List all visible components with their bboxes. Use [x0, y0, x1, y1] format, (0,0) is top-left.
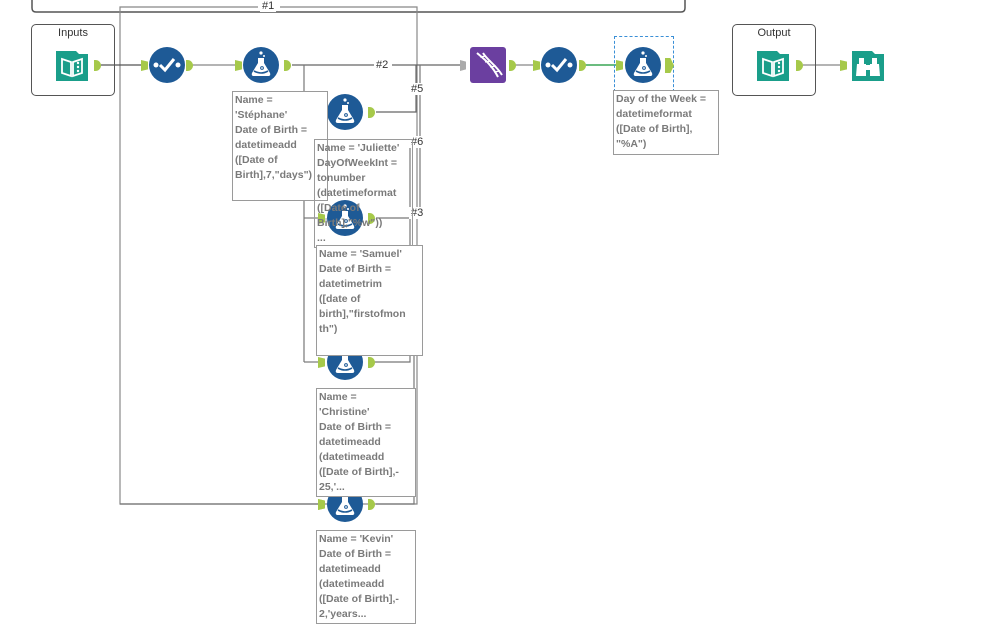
output-container-title: Output [757, 27, 791, 39]
formula-tool-stephane[interactable] [327, 94, 363, 130]
inputs-container[interactable]: Inputs [31, 24, 115, 96]
dna-icon [470, 47, 506, 83]
wire-label-2: #2 [374, 59, 391, 71]
output-anchor[interactable] [796, 60, 803, 71]
annotation-christine: Name = 'Christine' Date of Birth = datet… [316, 388, 416, 497]
annotation-juliette: Name = 'Juliette' DayOfWeekInt = tonumbe… [314, 139, 413, 248]
annotation-kevin: Name = 'Kevin' Date of Birth = datetimea… [316, 530, 416, 624]
flask-icon [243, 47, 279, 83]
book-icon [56, 51, 88, 81]
wire-label-3: #3 [409, 207, 426, 219]
output-anchor[interactable] [186, 60, 193, 71]
output-anchor[interactable] [665, 58, 674, 73]
book-icon [757, 51, 789, 81]
binoculars-icon [852, 51, 884, 81]
annotation-samuel: Name = 'Samuel' Date of Birth = datetime… [316, 245, 423, 356]
output-data-tool[interactable] [755, 47, 791, 83]
output-anchor[interactable] [368, 213, 375, 224]
output-anchor[interactable] [368, 107, 375, 118]
output-container[interactable]: Output [732, 24, 816, 96]
output-anchor[interactable] [368, 499, 375, 510]
annotation-stephane: Name = 'Stéphane' Date of Birth = dateti… [232, 91, 328, 201]
input-anchor[interactable] [460, 60, 466, 71]
container-top-border [31, 0, 686, 13]
input-anchor[interactable] [840, 60, 847, 71]
checkmark-icon [149, 47, 185, 83]
browse-tool[interactable] [850, 47, 886, 83]
output-anchor[interactable] [94, 60, 101, 71]
formula-tool-main[interactable] [243, 47, 279, 83]
checkmark-icon [541, 47, 577, 83]
wire-label-6: #6 [409, 136, 426, 148]
input-data-tool[interactable] [54, 47, 90, 83]
output-anchor[interactable] [509, 60, 516, 71]
output-anchor[interactable] [368, 357, 375, 368]
select-tool-1[interactable] [149, 47, 185, 83]
flask-icon [327, 200, 363, 236]
union-tool[interactable] [470, 47, 506, 83]
input-anchor[interactable] [616, 60, 623, 71]
inputs-container-title: Inputs [58, 27, 88, 39]
output-anchor[interactable] [579, 60, 586, 71]
wire-label-1: #1 [260, 0, 277, 12]
select-tool-2[interactable] [541, 47, 577, 83]
input-anchor[interactable] [235, 60, 242, 71]
output-anchor[interactable] [284, 60, 291, 71]
input-anchor[interactable] [533, 60, 540, 71]
flask-icon [625, 47, 661, 83]
wire-5 [376, 65, 417, 113]
input-anchor[interactable] [318, 499, 325, 510]
wire-label-5: #5 [409, 83, 426, 95]
flask-icon [327, 94, 363, 130]
formula-tool-day-of-week[interactable] [625, 47, 661, 83]
annotation-day-of-week: Day of the Week = datetimeformat ([Date … [613, 90, 719, 155]
input-anchor[interactable] [141, 60, 148, 71]
input-anchor[interactable] [318, 357, 325, 368]
formula-tool-juliette[interactable] [327, 200, 363, 236]
wire-1 [119, 6, 418, 505]
input-anchor[interactable] [318, 213, 325, 224]
